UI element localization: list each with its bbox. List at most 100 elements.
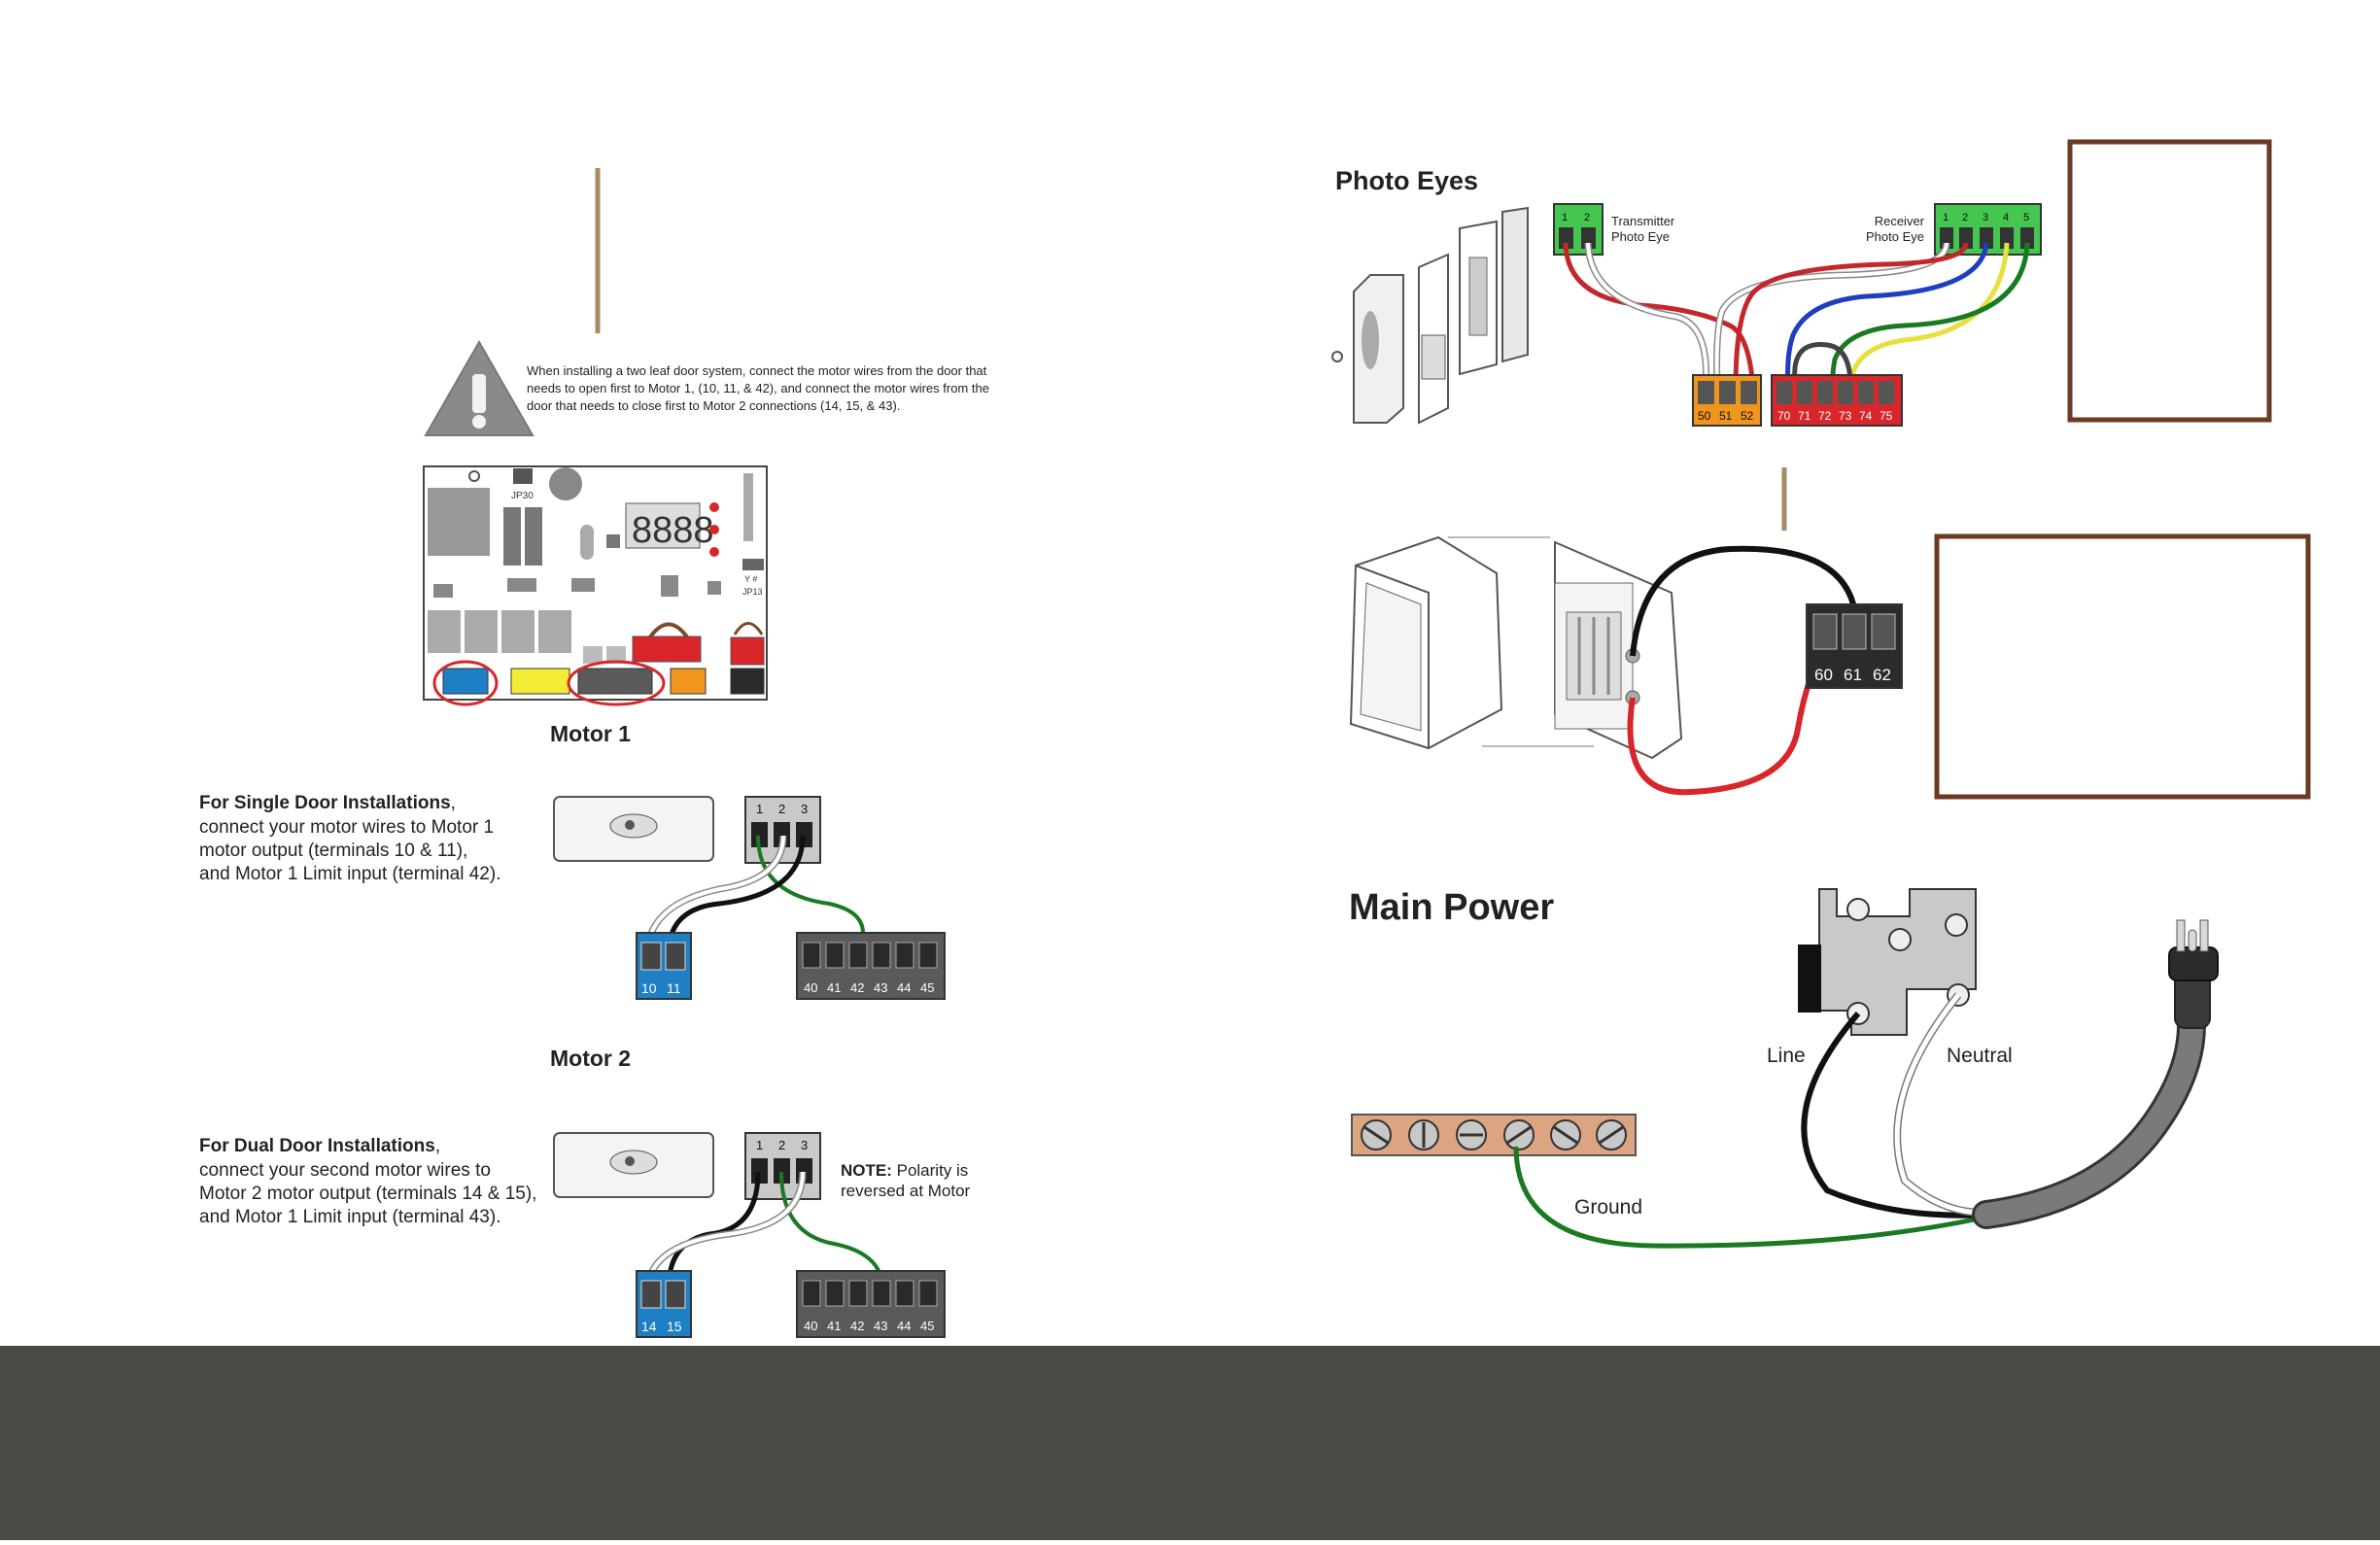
power-cord	[1975, 1013, 2203, 1226]
switch-black-wire	[1630, 545, 1859, 657]
motor1-unit-icon	[553, 796, 714, 862]
motor1-black-wire	[666, 835, 806, 951]
red-terminal-75: 75	[1880, 409, 1893, 423]
motor2-limit-terminal-43: 43	[874, 1319, 887, 1333]
receiver-terminal-3: 3	[1983, 212, 1988, 223]
transmitter-terminal-1: 1	[1562, 212, 1568, 223]
main-power-title: Main Power	[1349, 887, 1554, 928]
motor2-output-terminal-14: 14	[641, 1319, 657, 1334]
motor1-body-line-1: connect your motor wires to Motor 1	[199, 817, 494, 838]
orange-terminal-51: 51	[1719, 409, 1733, 423]
motor2-note: NOTE: Polarity is	[841, 1161, 968, 1180]
transmitter-terminal-2: 2	[1584, 212, 1590, 223]
motor1-body-line-3: and Motor 1 Limit input (terminal 42).	[199, 864, 500, 884]
switch-terminal-60: 60	[1814, 666, 1833, 684]
red-terminal-72: 72	[1818, 409, 1832, 423]
receiver-label-line-1: Receiver	[1875, 214, 1925, 228]
motor2-limit-terminal-40: 40	[804, 1319, 817, 1333]
motor2-motor-terminal-2: 2	[778, 1138, 785, 1152]
red-terminal-73: 73	[1839, 409, 1852, 423]
ground-label: Ground	[1574, 1196, 1642, 1219]
transmitter-red-wire	[1563, 242, 1756, 390]
photo-eye-device-icon	[1331, 206, 1529, 425]
motor2-limit-terminal-44: 44	[897, 1319, 911, 1333]
receiver-red-wire	[1733, 242, 1969, 390]
motor2-motor-terminal-1: 1	[756, 1138, 763, 1152]
motor1-limit-terminal-45: 45	[920, 980, 934, 995]
ground-wire	[1513, 1146, 1989, 1249]
red-terminal-block: 70 71 72 73 74 75	[1771, 374, 1903, 427]
motor2-note-line-2: reversed at Motor	[841, 1182, 971, 1200]
jumper-y-label: Y #	[744, 574, 757, 584]
motor2-limit-terminal-41: 41	[827, 1319, 841, 1333]
motor2-body-line-3: and Motor 1 Limit input (terminal 43).	[199, 1207, 500, 1227]
orange-terminal-52: 52	[1741, 409, 1754, 423]
motor2-unit-icon	[553, 1132, 714, 1198]
transmitter-white-wire	[1586, 242, 1708, 390]
orange-terminal-50: 50	[1698, 409, 1711, 423]
motor1-heading: For Single Door Installations,	[199, 793, 456, 813]
transmitter-white-wire-outline	[1584, 242, 1710, 390]
motor2-title: Motor 2	[550, 1046, 631, 1071]
receiver-white-wire	[1714, 242, 1949, 390]
empty-frame-middle	[1934, 533, 2311, 800]
switch-terminal-62: 62	[1873, 666, 1891, 684]
jumper-black-wire	[1792, 342, 1853, 390]
receiver-label-line-2: Photo Eye	[1866, 229, 1924, 244]
line-wire	[1801, 1012, 1989, 1219]
motor2-motor-terminal-3: 3	[801, 1138, 808, 1152]
red-terminal-70: 70	[1777, 409, 1791, 423]
motor1-limit-terminal-43: 43	[874, 980, 887, 995]
motor1-motor-terminal-3: 3	[801, 802, 808, 816]
ground-terminal-strip	[1351, 1114, 1637, 1156]
motor1-motor-terminal-2: 2	[778, 802, 785, 816]
motor2-heading: For Dual Door Installations,	[199, 1136, 440, 1156]
receiver-blue-wire	[1785, 242, 1989, 390]
transmitter-label-line-1: Transmitter	[1611, 214, 1675, 228]
neutral-label: Neutral	[1947, 1045, 2013, 1067]
jumper-jp13-label: JP13	[742, 587, 763, 597]
motor2-limit-terminal-42: 42	[850, 1319, 864, 1333]
transmitter-terminal-block: 1 2	[1553, 203, 1604, 256]
transmitter-label-line-2: Photo Eye	[1611, 229, 1670, 244]
motor2-output-terminal-15: 15	[667, 1319, 682, 1334]
orange-terminal-block: 50 51 52	[1692, 374, 1762, 427]
motor1-limit-wire	[756, 835, 865, 951]
motor1-output-terminal-10: 10	[641, 980, 657, 996]
neutral-wire-outline	[1893, 992, 1989, 1218]
switch-terminal-block: 60 61 62	[1806, 603, 1903, 689]
red-terminal-74: 74	[1859, 409, 1873, 423]
motor1-limit-terminal-block: 40 41 42 43 44 45	[796, 932, 946, 1000]
motor1-limit-terminal-41: 41	[827, 980, 841, 995]
motor1-title: Motor 1	[550, 721, 631, 746]
switch-terminal-61: 61	[1844, 666, 1862, 684]
receiver-green-wire	[1830, 242, 2030, 390]
motor2-body-line-1: connect your second motor wires to	[199, 1160, 491, 1181]
red-terminal-71: 71	[1798, 409, 1811, 423]
jumper-jp30-label: JP30	[511, 491, 534, 501]
motor1-output-highlight	[432, 660, 499, 706]
warning-text-line-1: When installing a two leaf door system, …	[527, 363, 987, 378]
empty-frame-top	[2067, 139, 2272, 423]
receiver-terminal-1: 1	[1943, 212, 1949, 223]
photo-eyes-title: Photo Eyes	[1335, 166, 1478, 195]
control-board: JP30 8888 Y # JP13	[423, 465, 768, 706]
motor1-limit-terminal-42: 42	[850, 980, 864, 995]
power-plug-icon	[2168, 919, 2219, 1029]
motor2-output-terminal-block: 14 15	[636, 1270, 692, 1338]
motor1-limit-terminal-44: 44	[897, 980, 911, 995]
motor1-output-terminal-block: 10 11	[636, 932, 692, 1000]
motor-limit-highlight	[567, 660, 666, 706]
motor1-motor-terminal-1: 1	[756, 802, 763, 816]
motor2-limit-terminal-block: 40 41 42 43 44 45	[796, 1270, 946, 1338]
motor2-limit-terminal-45: 45	[920, 1319, 934, 1333]
receiver-terminal-5: 5	[2023, 212, 2029, 223]
line-neutral-terminal-block	[1798, 888, 1977, 1036]
neutral-wire	[1894, 993, 1989, 1216]
receiver-terminal-2: 2	[1962, 212, 1968, 223]
motor1-white-wire	[645, 835, 785, 951]
motor2-white-wire	[645, 1171, 805, 1289]
line-label: Line	[1767, 1045, 1806, 1067]
warning-icon	[424, 339, 535, 436]
